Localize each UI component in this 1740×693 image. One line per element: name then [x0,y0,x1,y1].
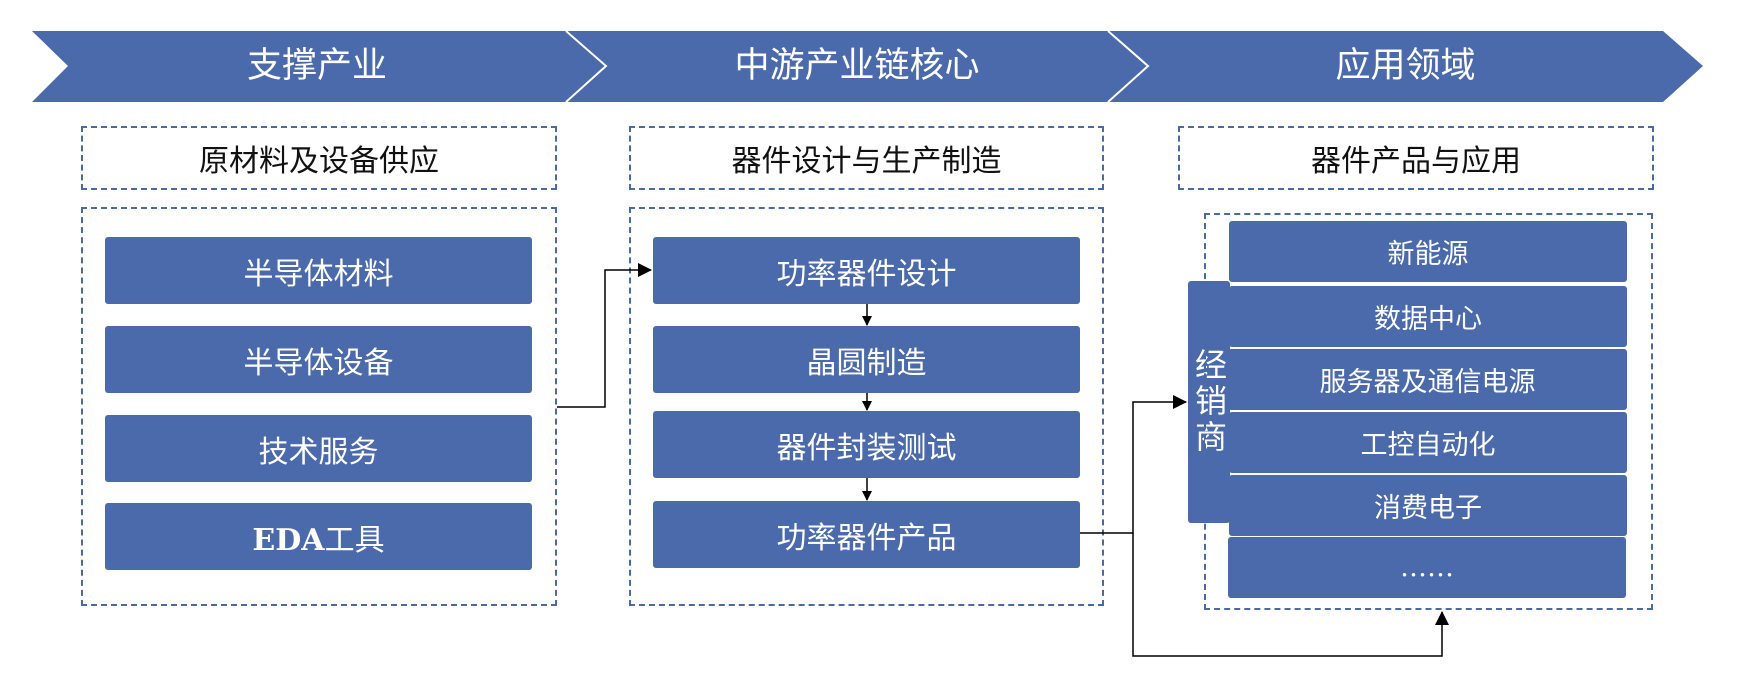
section-title-midstream-text: 器件设计与生产制造 [731,144,1002,179]
support-container [81,207,557,606]
midstream-item-wafer-fabrication: 晶圆制造 [653,326,1080,393]
section-title-support-text: 原材料及设备供应 [199,144,439,179]
application-item-industrial-automation: 工控自动化 [1229,412,1627,473]
application-item-new-energy: 新能源 [1229,221,1627,282]
distributor-block: 经销商 [1188,281,1230,523]
support-item-eda-tools: EDA工具 [105,503,532,570]
support-item-semiconductor-materials: 半导体材料 [105,237,532,304]
midstream-item-power-device-products: 功率器件产品 [653,501,1080,568]
eda-latin-text: EDA [252,522,325,558]
application-item-consumer-electronics: 消费电子 [1229,475,1627,536]
section-title-midstream: 器件设计与生产制造 [629,126,1104,190]
stage-label-application: 应用领域 [1335,46,1476,86]
stage-band [32,30,1703,103]
application-item-data-center: 数据中心 [1229,286,1627,347]
section-title-application-text: 器件产品与应用 [1311,144,1521,179]
stage-label-support: 支撑产业 [246,46,387,86]
support-item-eda-tools-label: EDA工具 [252,515,384,559]
stage-label-midstream: 中游产业链核心 [734,46,980,86]
stage-chevron-band [32,31,1703,102]
midstream-item-device-design: 功率器件设计 [653,237,1080,304]
distributor-label: 经销商 [1190,348,1228,456]
support-item-technical-services: 技术服务 [105,415,532,482]
eda-cjk-text: 工具 [324,522,385,558]
section-title-application: 器件产品与应用 [1178,126,1654,190]
midstream-item-packaging-testing: 器件封装测试 [653,411,1080,478]
application-item-server-telecom-power: 服务器及通信电源 [1228,349,1627,410]
support-item-semiconductor-equipment: 半导体设备 [105,326,532,393]
section-title-support: 原材料及设备供应 [81,126,557,190]
stage-separator-2 [1107,30,1150,103]
stage-separator-1 [565,30,608,103]
application-item-more: …… [1228,537,1626,598]
